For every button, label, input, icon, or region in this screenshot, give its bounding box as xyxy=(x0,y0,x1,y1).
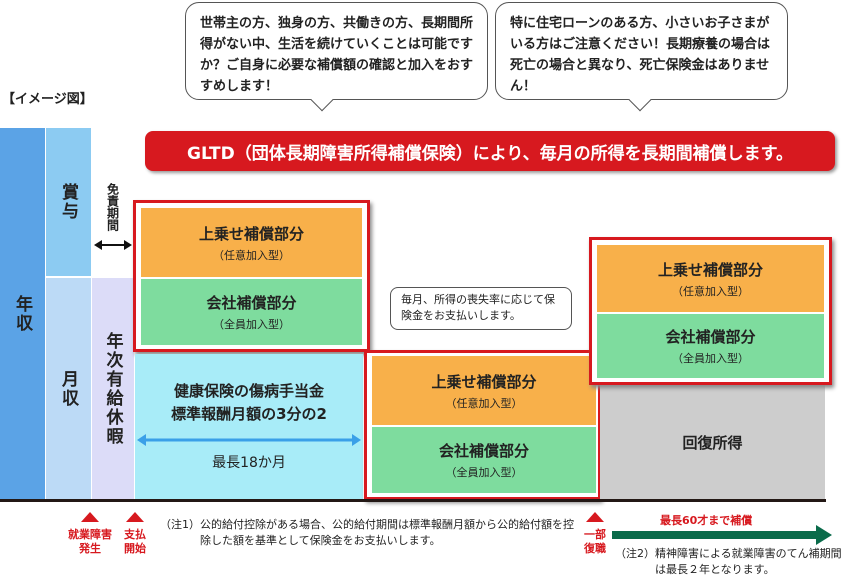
paid-leave-column: 年次有給休暇 xyxy=(92,278,134,500)
topup-title: 上乗せ補償部分 xyxy=(431,372,537,391)
monthly-income-column: 月収 xyxy=(46,278,91,500)
topup-block: 上乗せ補償部分 （任意加入型） xyxy=(597,245,824,312)
recovery-income-block: 回復所得 xyxy=(600,384,825,500)
payout-note: 毎月、所得の喪失率に応じて保険金をお支払いします。 xyxy=(390,287,572,330)
max-age-label: 最長60才まで補償 xyxy=(660,514,753,527)
banner: GLTD（団体長期障害所得補償保険）により、毎月の所得を長期間補償します。 xyxy=(145,131,835,171)
compensation-box-2: 上乗せ補償部分 （任意加入型） 会社補償部分 （全員加入型） xyxy=(364,350,601,500)
health-line2: 標準報酬月額の3分の2 xyxy=(171,405,327,423)
note1-text: 公的給付控除がある場合、公的給付期間は標準報酬月額から公的給付額を控除した額を基… xyxy=(200,518,574,547)
double-arrow-icon xyxy=(94,240,132,250)
note-2: （注2）精神障害による就業障害のてん補期間は最長２年となります。 xyxy=(615,546,845,578)
marker-injury: 就業障害発生 xyxy=(62,512,118,556)
exemption-period-label: 免責期間 xyxy=(105,183,120,231)
company-sub: （全員加入型） xyxy=(445,466,523,479)
health-line1: 健康保険の傷病手当金 xyxy=(173,382,324,400)
company-sub: （全員加入型） xyxy=(672,352,749,365)
company-title: 会社補償部分 xyxy=(438,442,529,460)
callout-right-text: 特に住宅ローンのある方、小さいお子さまがいる方はご注意ください！長期療養の場合は… xyxy=(510,16,771,94)
topup-block: 上乗せ補償部分 （任意加入型） xyxy=(141,208,362,277)
note2-text: 精神障害による就業障害のてん補期間は最長２年となります。 xyxy=(655,547,842,576)
topup-sub: （任意加入型） xyxy=(213,248,290,262)
callout-right: 特に住宅ローンのある方、小さいお子さまがいる方はご注意ください！長期療養の場合は… xyxy=(495,2,788,100)
company-block: 会社補償部分 （全員加入型） xyxy=(372,427,596,493)
bonus-column: 賞与 xyxy=(46,128,91,276)
triangle-up-icon xyxy=(586,512,604,522)
company-block: 会社補償部分 （全員加入型） xyxy=(141,279,362,345)
callout-left-text: 世帯主の方、独身の方、共働きの方、長期間所得がない中、生活を続けていくことは可能… xyxy=(200,16,474,94)
compensation-box-1: 上乗せ補償部分 （任意加入型） 会社補償部分 （全員加入型） xyxy=(133,200,370,352)
marker-partial-return: 一部復職 xyxy=(580,512,610,556)
health-duration: 最長18か月 xyxy=(212,455,286,471)
marker-payment-label: 支払開始 xyxy=(124,528,146,555)
triangle-up-icon xyxy=(126,512,144,522)
image-label: 【イメージ図】 xyxy=(2,92,93,107)
timeline-axis xyxy=(0,499,826,502)
topup-sub: （任意加入型） xyxy=(672,284,749,298)
topup-sub: （任意加入型） xyxy=(445,396,523,410)
company-title: 会社補償部分 xyxy=(206,294,297,312)
compensation-box-3: 上乗せ補償部分 （任意加入型） 会社補償部分 （全員加入型） xyxy=(589,237,832,385)
marker-injury-label: 就業障害発生 xyxy=(68,528,112,555)
marker-payment: 支払開始 xyxy=(120,512,150,556)
annual-income-column: 年収 xyxy=(0,128,45,500)
company-sub: （全員加入型） xyxy=(213,318,290,331)
right-arrow-icon xyxy=(612,525,832,545)
note-1: （注1）公的給付控除がある場合、公的給付期間は標準報酬月額から公的給付額を控除し… xyxy=(160,517,580,549)
triangle-up-icon xyxy=(81,512,99,522)
topup-title: 上乗せ補償部分 xyxy=(198,224,304,243)
note1-label: （注1） xyxy=(160,518,200,531)
company-title: 会社補償部分 xyxy=(665,328,756,346)
marker-partial-label: 一部復職 xyxy=(584,528,606,555)
duration-arrow-icon xyxy=(137,434,361,446)
callout-left: 世帯主の方、独身の方、共働きの方、長期間所得がない中、生活を続けていくことは可能… xyxy=(185,2,488,100)
note2-label: （注2） xyxy=(615,547,655,560)
topup-title: 上乗せ補償部分 xyxy=(657,260,763,279)
company-block: 会社補償部分 （全員加入型） xyxy=(597,314,824,378)
health-insurance-block: 健康保険の傷病手当金標準報酬月額の3分の2 最長18か月 xyxy=(135,354,363,500)
topup-block: 上乗せ補償部分 （任意加入型） xyxy=(372,356,596,425)
